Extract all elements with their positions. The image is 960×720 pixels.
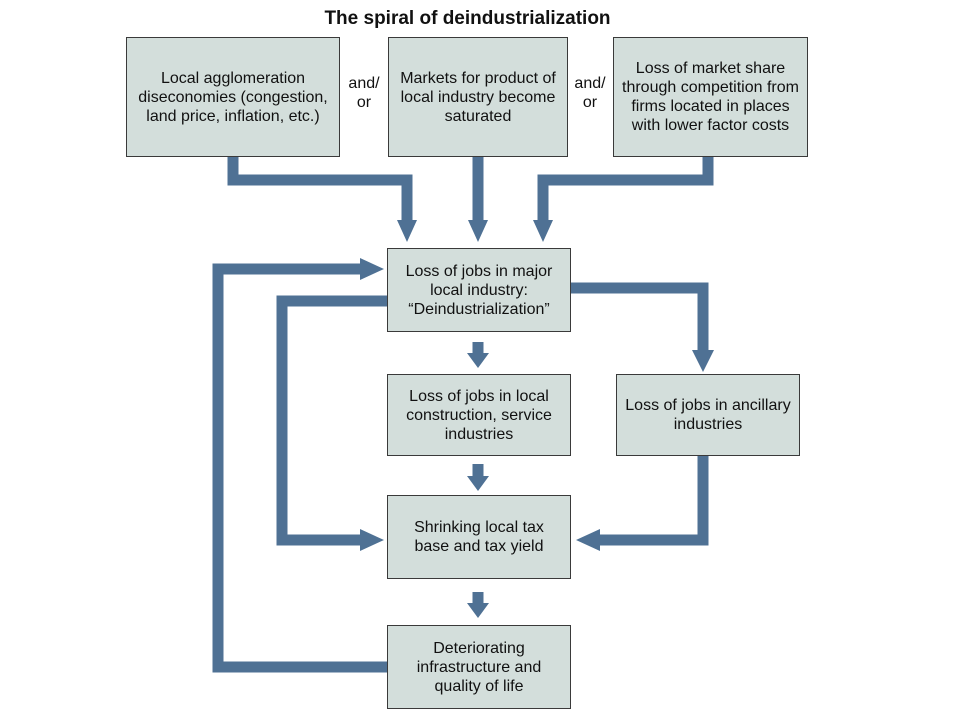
arrow-jobs-loop-to-tax-base — [276, 295, 387, 546]
box-loss-jobs-major-industry: Loss of jobs in major local industry: “D… — [387, 248, 571, 332]
arrowhead-ancillary-to-tax — [576, 529, 600, 551]
arrow-infrastructure-loop-to-jobs — [212, 263, 387, 673]
box-loss-market-share: Loss of market share through competition… — [613, 37, 808, 157]
arrow-ancillary-to-tax-base — [598, 456, 709, 546]
arrowhead-agglomeration — [397, 220, 417, 242]
diagram-title: The spiral of deindustrialization — [324, 8, 611, 29]
arrowhead-infrastructure — [467, 603, 489, 618]
box-loss-jobs-construction-service: Loss of jobs in local construction, serv… — [387, 374, 571, 456]
box-deteriorating-infrastructure: Deteriorating infrastructure and quality… — [387, 625, 571, 709]
arrowhead-tax-base-top — [467, 476, 489, 491]
arrowhead-loop-to-jobs — [360, 258, 384, 280]
arrow-market-share-to-jobs — [537, 157, 714, 222]
box-loss-jobs-ancillary: Loss of jobs in ancillary industries — [616, 374, 800, 456]
box-shrinking-tax-base: Shrinking local tax base and tax yield — [387, 495, 571, 579]
arrow-jobs-to-ancillary — [571, 282, 709, 352]
arrowhead-loop-to-tax — [360, 529, 384, 551]
box-markets-saturated: Markets for product of local industry be… — [388, 37, 568, 157]
box-agglomeration-diseconomies: Local agglomeration diseconomies (conges… — [126, 37, 340, 157]
arrowhead-markets — [468, 220, 488, 242]
arrowhead-construction — [467, 353, 489, 368]
arrowhead-market-share — [533, 220, 553, 242]
arrow-agglomeration-to-jobs — [227, 157, 413, 222]
connector-and-or-left: and/ or — [348, 75, 380, 111]
connector-and-or-right: and/ or — [574, 75, 606, 111]
arrowhead-ancillary — [692, 350, 714, 372]
